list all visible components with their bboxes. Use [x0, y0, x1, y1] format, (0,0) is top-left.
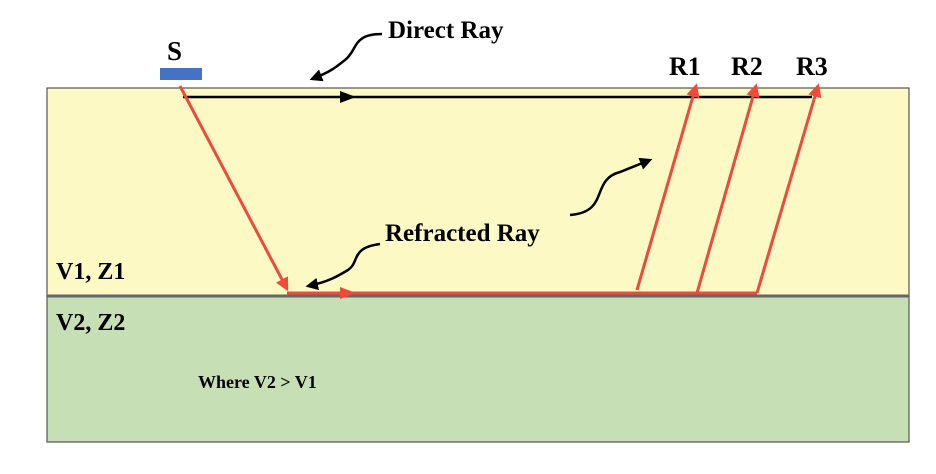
upgoing-ray-r2	[695, 83, 760, 294]
layer-1-rect	[46, 87, 910, 297]
upgoing-ray-r3	[755, 83, 822, 294]
source-marker	[160, 68, 202, 80]
layer-2-label: V2, Z2	[56, 310, 125, 336]
upgoing-ray-r1	[635, 83, 700, 291]
receiver-r2-label: R2	[731, 52, 763, 81]
velocity-condition-label: Where V2 > V1	[198, 372, 317, 392]
layer-1-label: V1, Z1	[56, 259, 125, 285]
refracted-ray-label: Refracted Ray	[385, 220, 540, 247]
refracted-ray-callout-arrow-right	[569, 157, 653, 217]
source-label: S	[167, 36, 182, 66]
receiver-r3-label: R3	[796, 52, 828, 81]
direct-ray-arrowhead	[340, 91, 356, 103]
receiver-r1-label: R1	[669, 52, 701, 81]
direct-ray-callout-arrow	[309, 32, 383, 82]
refracted-ray-callout-arrow-left	[305, 242, 381, 291]
layer-2-rect	[46, 295, 910, 443]
direct-ray-label: Direct Ray	[388, 17, 504, 44]
head-wave-arrowhead	[340, 287, 356, 299]
refracted-ray-downgoing	[178, 85, 289, 292]
